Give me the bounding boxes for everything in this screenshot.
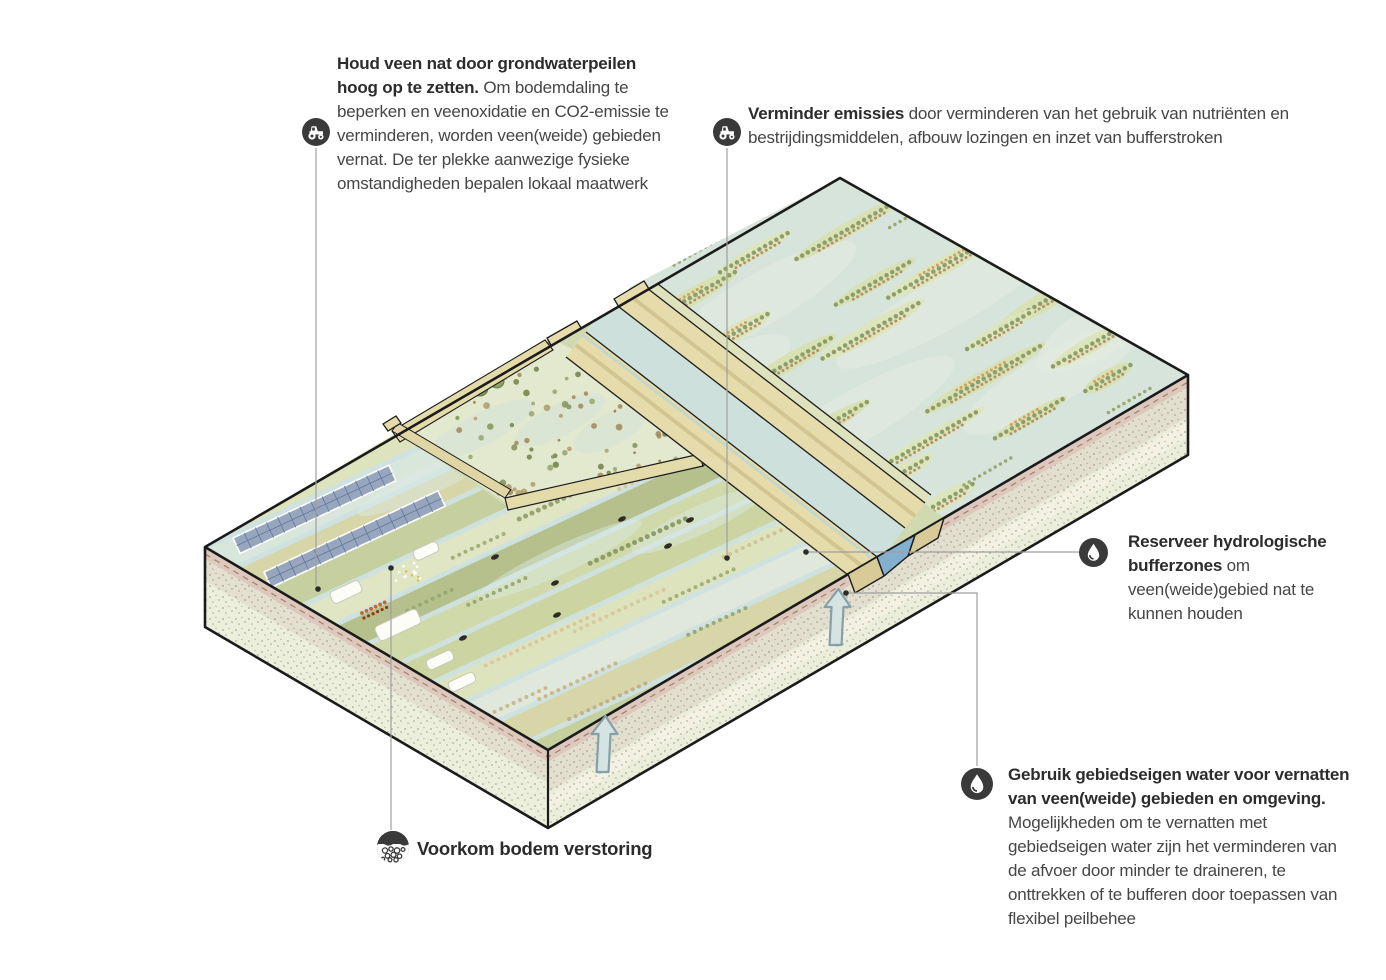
soil-block-faces (204, 375, 1189, 828)
waterdrop-icon (961, 768, 993, 800)
annotation-gebruik-water: Gebruik gebiedseigen water voor vernatte… (1008, 763, 1358, 931)
canal-cross-section (847, 517, 945, 594)
annotation-text: Gebruik gebiedseigen water voor vernatte… (1008, 763, 1358, 931)
annotation-text: Voorkom bodem verstoring (417, 837, 737, 861)
soil-icon (377, 831, 409, 863)
annotation-body: om veen(weide)gebied nat te kunnen houde… (1128, 556, 1315, 623)
annotation-lead: Gebruik gebiedseigen water voor vernatte… (1008, 765, 1350, 808)
seepage-arrows (590, 587, 852, 774)
annotation-body: Mogelijkheden om te vernatten met gebied… (1008, 813, 1338, 928)
annotation-text: Houd veen nat door grondwaterpeilen hoog… (337, 52, 675, 196)
annotation-houd-veen-nat: Houd veen nat door grondwaterpeilen hoog… (337, 52, 675, 196)
annotation-verminder-emissies: Verminder emissies door verminderen van … (748, 102, 1333, 150)
annotation-reserveer-bufferzones: Reserveer hydrologische bufferzones om v… (1128, 530, 1358, 626)
waterdrop-icon (1079, 538, 1108, 567)
annotation-lead: Voorkom bodem verstoring (417, 838, 653, 859)
annotation-lead: Houd veen nat door grondwaterpeilen hoog… (337, 54, 637, 97)
block-outline (203, 176, 1190, 830)
annotation-body: door verminderen van het gebruik van nut… (748, 104, 1289, 147)
canal-with-dikes (565, 266, 932, 586)
annotation-text: Reserveer hydrologische bufferzones om v… (1128, 530, 1358, 626)
annotation-voorkom-bodemverstoring: Voorkom bodem verstoring (417, 837, 737, 861)
tractor-icon (302, 118, 330, 146)
annotation-lead: Reserveer hydrologische bufferzones (1128, 532, 1327, 575)
tractor-icon (713, 118, 741, 146)
annotation-body: Om bodemdaling te beperken en veenoxidat… (337, 78, 669, 193)
annotation-text: Verminder emissies door verminderen van … (748, 102, 1333, 150)
leader-lines (315, 148, 1080, 830)
annotation-lead: Verminder emissies (748, 104, 905, 123)
